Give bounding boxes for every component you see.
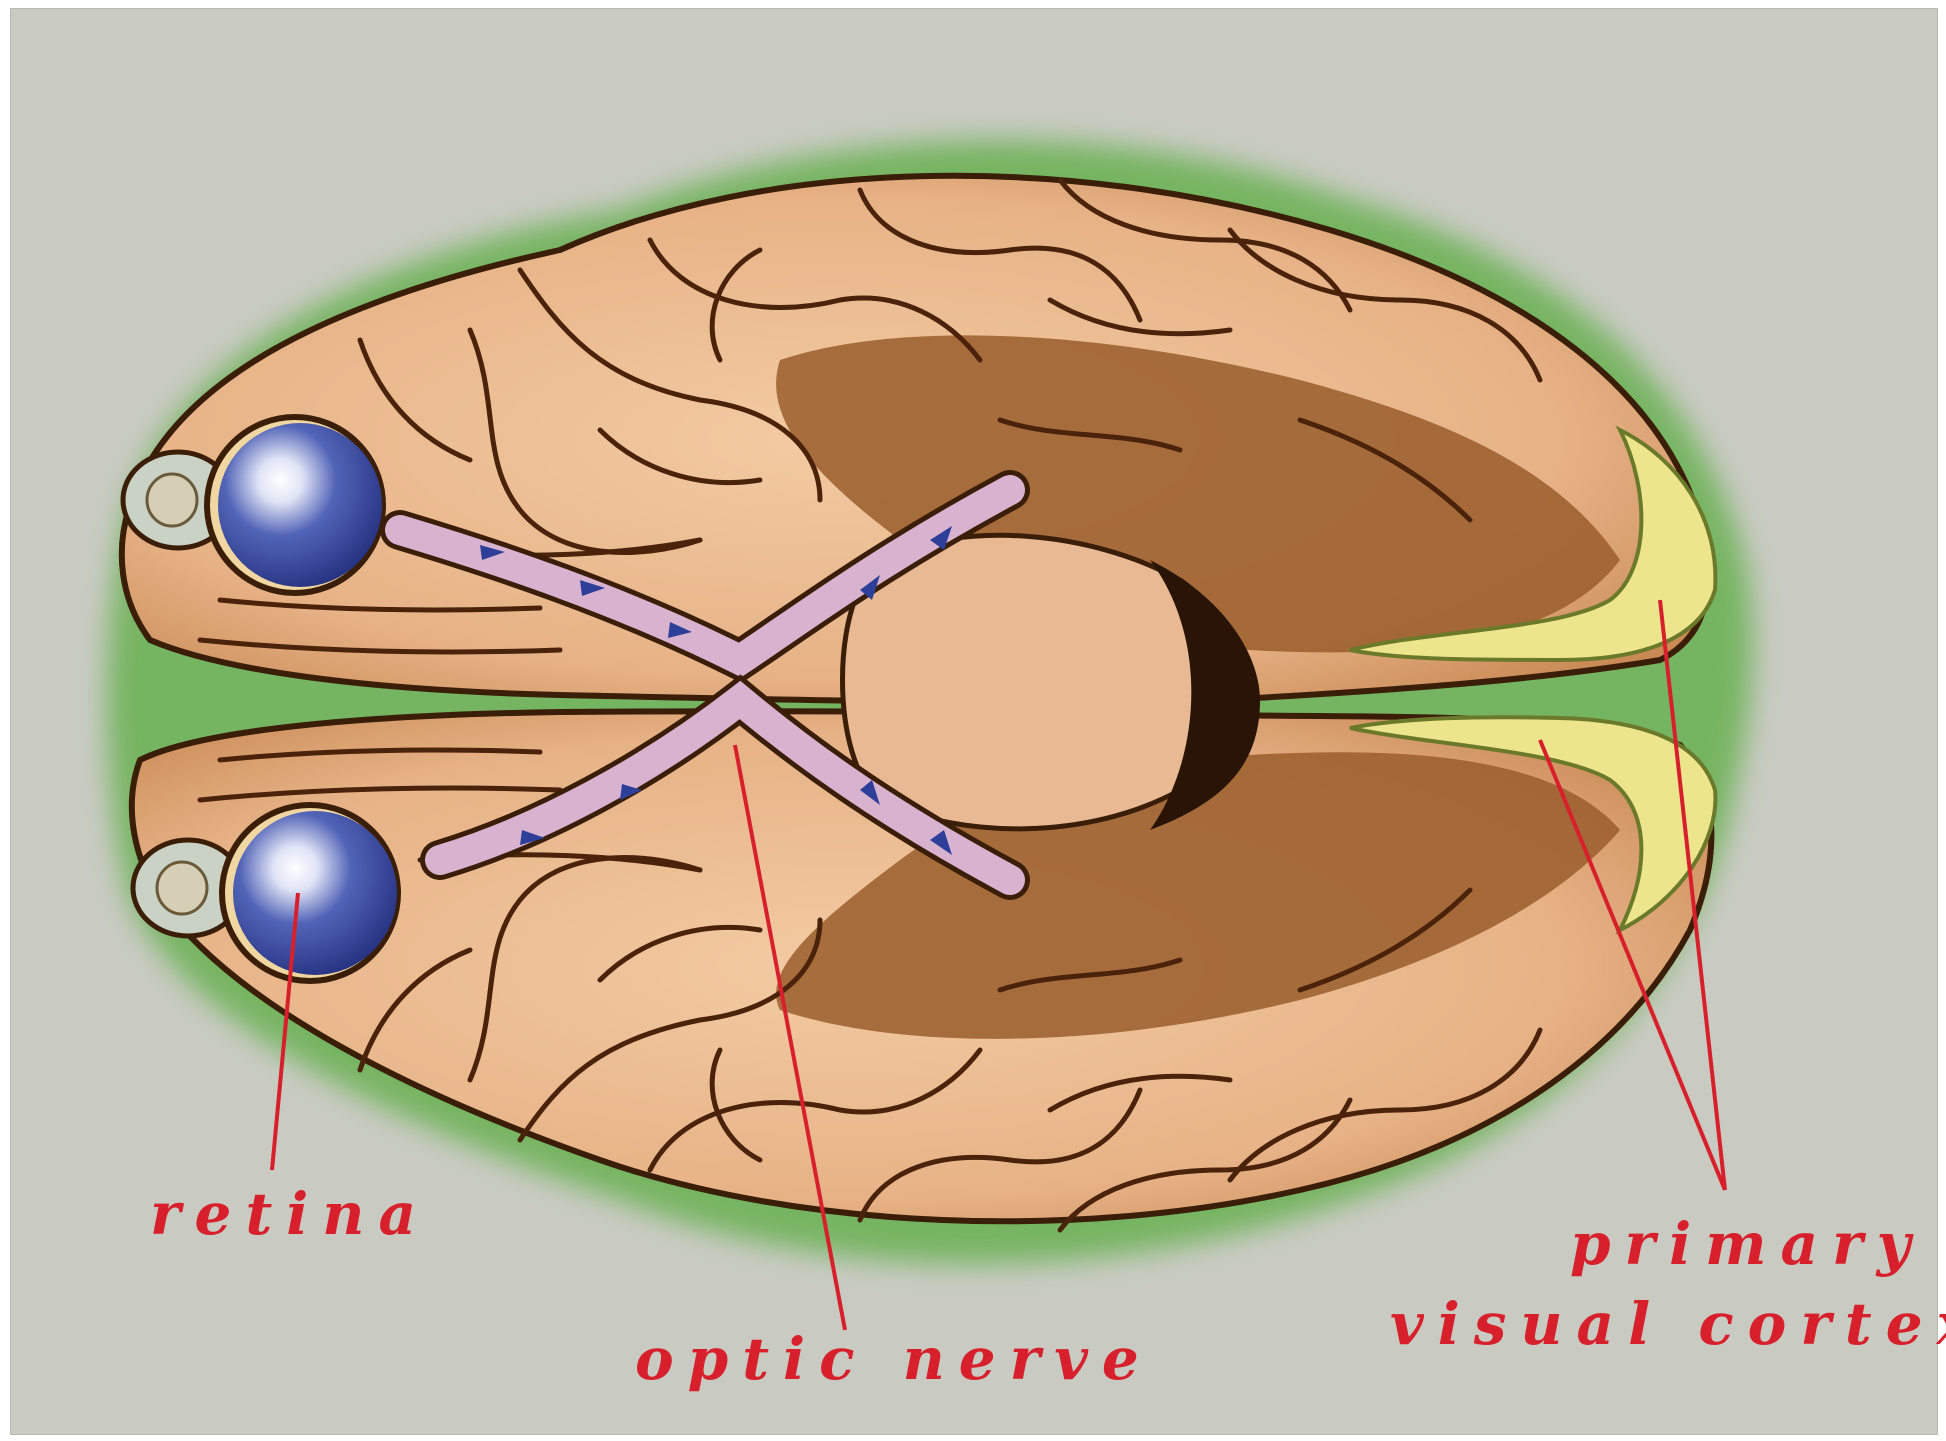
primary-label: primary xyxy=(1570,1215,1924,1273)
optic-nerve-label: optic nerve xyxy=(635,1330,1153,1388)
visual-cortex-label: visual cortex xyxy=(1390,1295,1946,1353)
retina-label: retina xyxy=(150,1185,430,1243)
